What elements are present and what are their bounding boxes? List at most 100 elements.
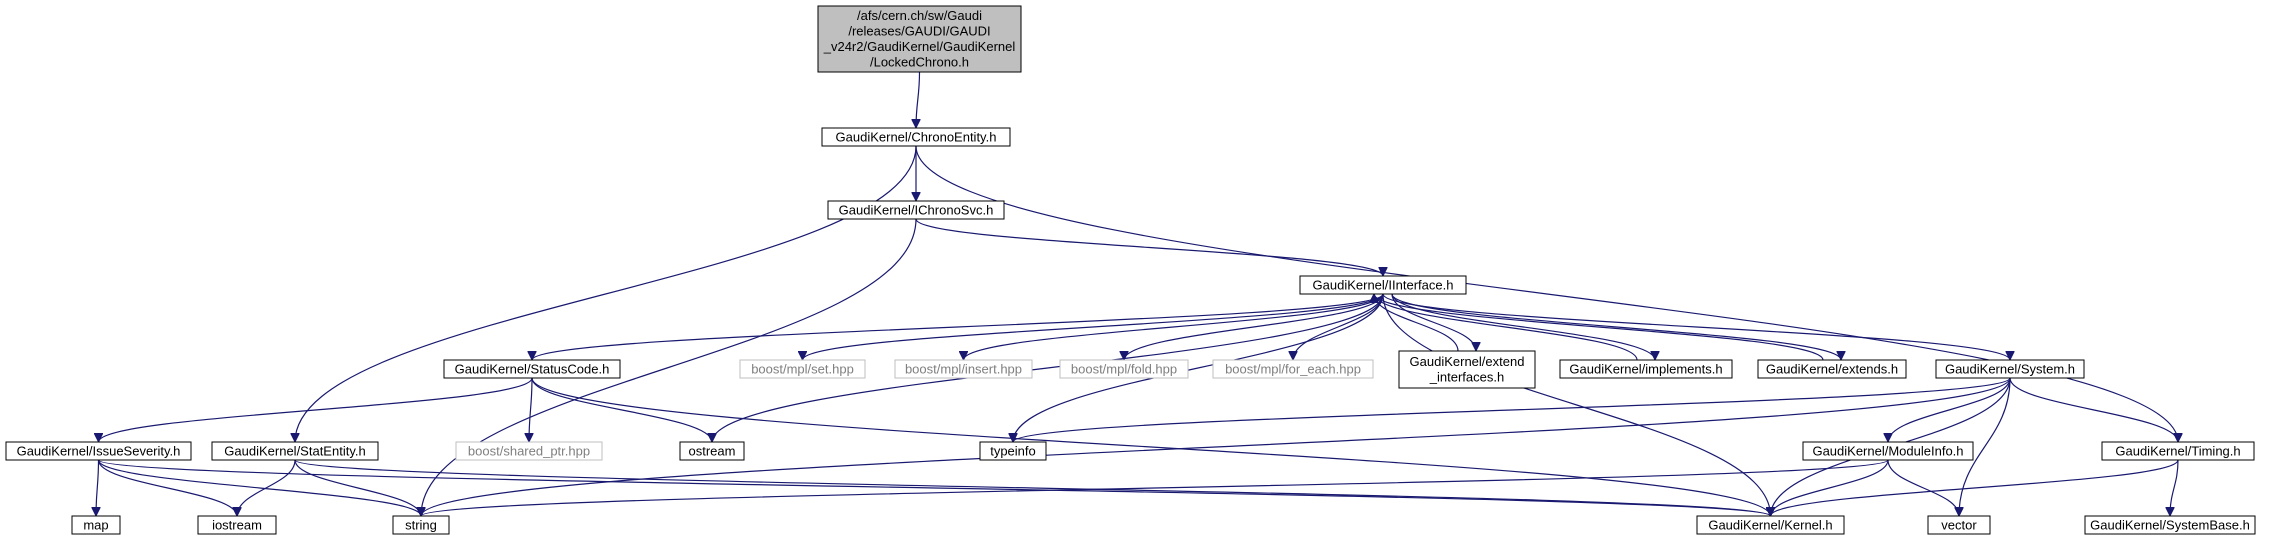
node-extends[interactable]: GaudiKernel/extends.h [1757, 359, 1907, 379]
edge-iinterface-to-system [1382, 293, 2010, 361]
node-box [1059, 359, 1189, 379]
node-box [1696, 515, 1845, 535]
node-box [1757, 359, 1907, 379]
node-label: GaudiKernel/IChronoSvc.h [839, 202, 994, 217]
node-statentity[interactable]: GaudiKernel/StatEntity.h [211, 441, 379, 461]
node-system[interactable]: GaudiKernel/System.h [1935, 359, 2085, 379]
node-systembase[interactable]: GaudiKernel/SystemBase.h [2084, 515, 2256, 535]
edge-moduleinfo-to-string [421, 459, 1889, 517]
node-box [894, 359, 1033, 379]
node-label: boost/mpl/fold.hpp [1071, 361, 1177, 376]
node-label: GaudiKernel/implements.h [1569, 361, 1722, 376]
edge-statuscode-to-issueseverity [99, 377, 533, 443]
node-label: GaudiKernel/ChronoEntity.h [836, 129, 997, 144]
node-moduleinfo[interactable]: GaudiKernel/ModuleInfo.h [1802, 441, 1974, 461]
edge-implements-to-iinterface [1374, 293, 1638, 361]
edge-system-to-typeinfo [1013, 377, 2011, 443]
edge-issueseverity-to-map [96, 459, 99, 516]
node-box [739, 359, 866, 379]
node-iostream[interactable]: iostream [197, 515, 277, 535]
node-label: boost/shared_ptr.hpp [468, 443, 590, 458]
node-label: ostream [689, 443, 736, 458]
edge-system-to-timing [2009, 377, 2178, 443]
node-label: boost/mpl/insert.hpp [905, 361, 1022, 376]
edge-iinterface-to-typeinfo [1013, 293, 1384, 442]
node-box [2101, 441, 2255, 461]
node-string[interactable]: string [392, 515, 450, 535]
edge-iinterface-to-ostream [712, 293, 1384, 442]
edge-statentity-to-kernel [294, 459, 1771, 517]
node-box [443, 359, 621, 379]
node-sharedptr: boost/shared_ptr.hpp [455, 441, 603, 461]
node-statuscode[interactable]: GaudiKernel/StatusCode.h [443, 359, 621, 379]
node-label: typeinfo [990, 443, 1036, 458]
node-box [1802, 441, 1974, 461]
node-kernel[interactable]: GaudiKernel/Kernel.h [1696, 515, 1845, 535]
node-label: GaudiKernel/Kernel.h [1708, 517, 1832, 532]
node-label: GaudiKernel/ModuleInfo.h [1812, 443, 1963, 458]
node-box [1927, 515, 1991, 535]
node-box [1212, 359, 1374, 379]
edge-statuscode-to-kernel [531, 377, 1771, 517]
node-label: GaudiKernel/extend [1410, 354, 1525, 369]
edge-issueseverity-to-string [97, 459, 422, 517]
node-label: iostream [212, 517, 262, 532]
node-typeinfo[interactable]: typeinfo [979, 441, 1047, 461]
edge-ichronosvc-to-string [421, 218, 917, 516]
edge-iinterface-to-statuscode [532, 293, 1384, 361]
node-box [197, 515, 277, 535]
node-ostream[interactable]: ostream [679, 441, 745, 461]
node-box [1935, 359, 2085, 379]
edge-statentity-to-iostream [237, 459, 296, 517]
edge-chronoentity-to-timing [915, 145, 2178, 442]
node-label: boost/mpl/set.hpp [751, 361, 854, 376]
node-box [71, 515, 121, 535]
node-box [827, 200, 1005, 220]
edge-iinterface-to-implements [1391, 293, 1655, 361]
node-iinterface[interactable]: GaudiKernel/IInterface.h [1299, 275, 1467, 295]
node-timing[interactable]: GaudiKernel/Timing.h [2101, 441, 2255, 461]
node-box [979, 441, 1047, 461]
node-chronoentity[interactable]: GaudiKernel/ChronoEntity.h [821, 127, 1011, 147]
node-issueseverity[interactable]: GaudiKernel/IssueSeverity.h [5, 441, 192, 461]
node-label: GaudiKernel/StatusCode.h [455, 361, 610, 376]
edge-iinterface-to-extends [1391, 293, 1841, 361]
node-box [1299, 275, 1467, 295]
node-label: GaudiKernel/StatEntity.h [224, 443, 365, 458]
edge-moduleinfo-to-kernel [1771, 459, 1889, 517]
edge-iinterface-to-extendinterfaces [1391, 293, 1476, 352]
node-label: string [405, 517, 437, 532]
node-label: vector [1941, 517, 1977, 532]
edge-chronoentity-to-statentity [295, 145, 917, 442]
node-implements[interactable]: GaudiKernel/implements.h [1559, 359, 1733, 379]
node-label: /afs/cern.ch/sw/Gaudi [857, 8, 982, 23]
node-vector[interactable]: vector [1927, 515, 1991, 535]
node-label: map [83, 517, 108, 532]
edge-system-to-vector [1959, 377, 2011, 516]
edge-root-to-chronoentity [916, 71, 920, 128]
node-label: GaudiKernel/IInterface.h [1313, 277, 1454, 292]
edge-timing-to-kernel [1771, 459, 2179, 517]
node-label: GaudiKernel/IssueSeverity.h [17, 443, 181, 458]
node-label: /LockedChrono.h [870, 55, 969, 70]
node-map[interactable]: map [71, 515, 121, 535]
node-box [1559, 359, 1733, 379]
node-label: /releases/GAUDI/GAUDI [848, 24, 990, 39]
node-extendinterfaces[interactable]: GaudiKernel/extend_interfaces.h [1398, 350, 1536, 389]
node-label: GaudiKernel/System.h [1945, 361, 2075, 376]
edge-iinterface-to-mplfold [1124, 293, 1384, 361]
node-mplfold: boost/mpl/fold.hpp [1059, 359, 1189, 379]
node-mplset: boost/mpl/set.hpp [739, 359, 866, 379]
node-box [679, 441, 745, 461]
node-box [455, 441, 603, 461]
edge-issueseverity-to-iostream [97, 459, 238, 517]
edge-issueseverity-to-kernel [97, 459, 1771, 517]
node-mplforeach: boost/mpl/for_each.hpp [1212, 359, 1374, 379]
node-root[interactable]: /afs/cern.ch/sw/Gaudi/releases/GAUDI/GAU… [817, 5, 1022, 73]
node-label: _v24r2/GaudiKernel/GaudiKernel [823, 39, 1016, 54]
node-box [211, 441, 379, 461]
edge-ichronosvc-to-iinterface [915, 218, 1383, 277]
edge-iinterface-to-kernel [1382, 293, 1771, 516]
node-ichronosvc[interactable]: GaudiKernel/IChronoSvc.h [827, 200, 1005, 220]
